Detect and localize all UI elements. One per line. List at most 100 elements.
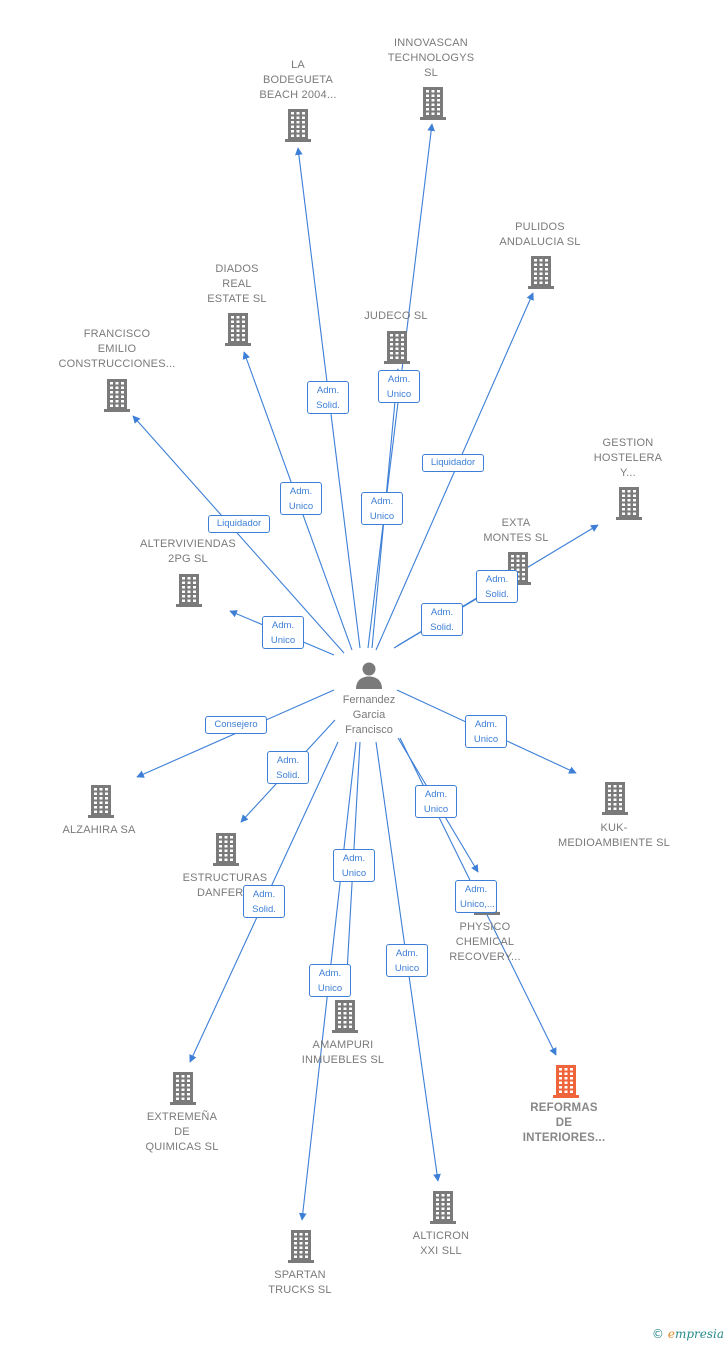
- edge-label-n8[interactable]: Adm. Solid.: [421, 602, 463, 636]
- building-window: [570, 1081, 573, 1084]
- building-base: [176, 604, 202, 607]
- edge-label-n11[interactable]: Adm. Unico: [465, 714, 507, 748]
- building-window: [187, 1097, 190, 1100]
- building-window: [395, 352, 399, 355]
- edge-label-n15[interactable]: Adm. Solid.: [243, 884, 285, 918]
- building-window: [230, 836, 233, 839]
- company-label-n11[interactable]: KUK- MEDIOAMBIENTE SL: [558, 822, 670, 849]
- building-window: [219, 854, 222, 857]
- building-base: [332, 1030, 358, 1033]
- building-window: [534, 281, 537, 284]
- company-node-n5[interactable]: [382, 329, 412, 370]
- building-window: [511, 559, 514, 562]
- building-window: [613, 807, 617, 810]
- building-window: [338, 1025, 341, 1028]
- company-label-n3[interactable]: PULIDOS ANDALUCIA SL: [499, 221, 581, 248]
- company-node-n4[interactable]: [223, 311, 253, 352]
- building-window: [431, 108, 435, 111]
- edge-label-n13[interactable]: Adm. Unico: [415, 784, 457, 818]
- company-node-n18[interactable]: [286, 1228, 316, 1269]
- edge-label-n7[interactable]: Adm. Solid.: [476, 569, 518, 603]
- building-window: [296, 130, 300, 133]
- building-window: [338, 1021, 341, 1024]
- company-node-n1[interactable]: [283, 107, 313, 148]
- company-label-n17[interactable]: ALTICRON XXI SLL: [412, 1230, 470, 1257]
- edge-label-n1[interactable]: Adm. Solid.: [307, 380, 349, 414]
- building-icon: [616, 487, 642, 520]
- edge-label-n3[interactable]: Liquidador: [422, 454, 484, 472]
- building-window: [436, 1194, 439, 1197]
- footer-brand[interactable]: ©empresia: [652, 1327, 724, 1341]
- company-node-n2[interactable]: [418, 85, 448, 126]
- edge-label-n12[interactable]: Adm. Solid.: [267, 750, 309, 784]
- building-window: [343, 1003, 347, 1006]
- building-base: [88, 815, 114, 818]
- building-window: [187, 1088, 190, 1091]
- building-window: [176, 1075, 179, 1078]
- company-node-n7[interactable]: [614, 485, 644, 526]
- building-window: [94, 806, 97, 809]
- building-window: [613, 798, 617, 801]
- company-label-n10[interactable]: ALZAHIRA SA: [62, 824, 136, 836]
- building-window: [187, 1079, 190, 1082]
- building-window: [622, 503, 625, 506]
- building-window: [516, 568, 520, 571]
- building-icon: [384, 331, 410, 364]
- edge-label-n10[interactable]: Consejero: [205, 716, 267, 734]
- building-window: [395, 338, 399, 341]
- building-window: [236, 325, 240, 328]
- company-label-n7[interactable]: GESTION HOSTELERA Y...: [593, 437, 663, 479]
- building-window: [230, 849, 233, 852]
- company-node-n6[interactable]: [102, 377, 132, 418]
- company-label-n4[interactable]: DIADOS REAL ESTATE SL: [207, 263, 267, 305]
- person-node[interactable]: Fernandez Garcia Francisco: [334, 660, 404, 738]
- company-label-n8[interactable]: EXTA MONTES SL: [483, 517, 549, 544]
- brand-initial: e: [667, 1327, 675, 1341]
- edge-label-n6[interactable]: Liquidador: [208, 515, 270, 533]
- company-label-n13[interactable]: PHYSICO CHEMICAL RECOVERY...: [449, 921, 521, 963]
- building-window: [390, 338, 393, 341]
- building-window: [539, 281, 543, 284]
- company-node-n15[interactable]: [168, 1070, 198, 1111]
- company-label-n16[interactable]: REFORMAS DE INTERIORES...: [522, 1102, 606, 1144]
- company-label-n1[interactable]: LA BODEGUETA BEACH 2004...: [259, 59, 337, 101]
- company-label-n18[interactable]: SPARTAN TRUCKS SL: [268, 1269, 332, 1296]
- building-window: [436, 1207, 439, 1210]
- company-label-n9[interactable]: ALTERVIVIENDAS 2PG SL: [140, 538, 236, 565]
- company-node-n14[interactable]: [330, 998, 360, 1039]
- edge-label-n9[interactable]: Adm. Unico: [262, 615, 304, 649]
- company-node-n16[interactable]: [551, 1063, 581, 1104]
- edge-label-n2[interactable]: Adm. Unico: [378, 369, 420, 403]
- company-node-n17[interactable]: [428, 1189, 458, 1230]
- building-window: [115, 391, 119, 394]
- company-label-n6[interactable]: FRANCISCO EMILIO CONSTRUCCIONES...: [58, 328, 176, 370]
- building-window: [302, 121, 305, 124]
- edge-label-n18[interactable]: Adm. Unico: [309, 963, 351, 997]
- building-window: [516, 559, 520, 562]
- building-icon: [553, 1065, 579, 1098]
- building-window: [94, 810, 97, 813]
- building-window: [231, 338, 234, 341]
- company-node-n10[interactable]: [86, 783, 116, 824]
- building-window: [187, 581, 191, 584]
- company-node-n11[interactable]: [600, 780, 630, 821]
- company-label-n14[interactable]: AMAMPURI INMUEBLES SL: [301, 1039, 385, 1066]
- building-window: [426, 112, 429, 115]
- company-label-n15[interactable]: EXTREMEÑA DE QUIMICAS SL: [145, 1111, 219, 1153]
- edge-label-n14[interactable]: Adm. Unico: [333, 848, 375, 882]
- edge-label-n16[interactable]: Adm. Unico,...: [455, 879, 497, 913]
- company-node-n12[interactable]: [211, 831, 241, 872]
- building-window: [99, 788, 103, 791]
- building-base: [528, 286, 554, 289]
- company-node-n9[interactable]: [174, 572, 204, 613]
- building-window: [294, 1246, 297, 1249]
- edge-label-n17[interactable]: Adm. Unico: [386, 943, 428, 977]
- building-window: [99, 806, 103, 809]
- edge-label-n4[interactable]: Adm. Unico: [280, 481, 322, 515]
- company-label-n2[interactable]: INNOVASCAN TECHNOLOGYS SL: [387, 37, 475, 79]
- building-window: [426, 99, 429, 102]
- company-label-n5[interactable]: JUDECO SL: [364, 310, 428, 322]
- building-window: [608, 803, 611, 806]
- company-node-n3[interactable]: [526, 254, 556, 295]
- edge-label-n5[interactable]: Adm. Unico: [361, 491, 403, 525]
